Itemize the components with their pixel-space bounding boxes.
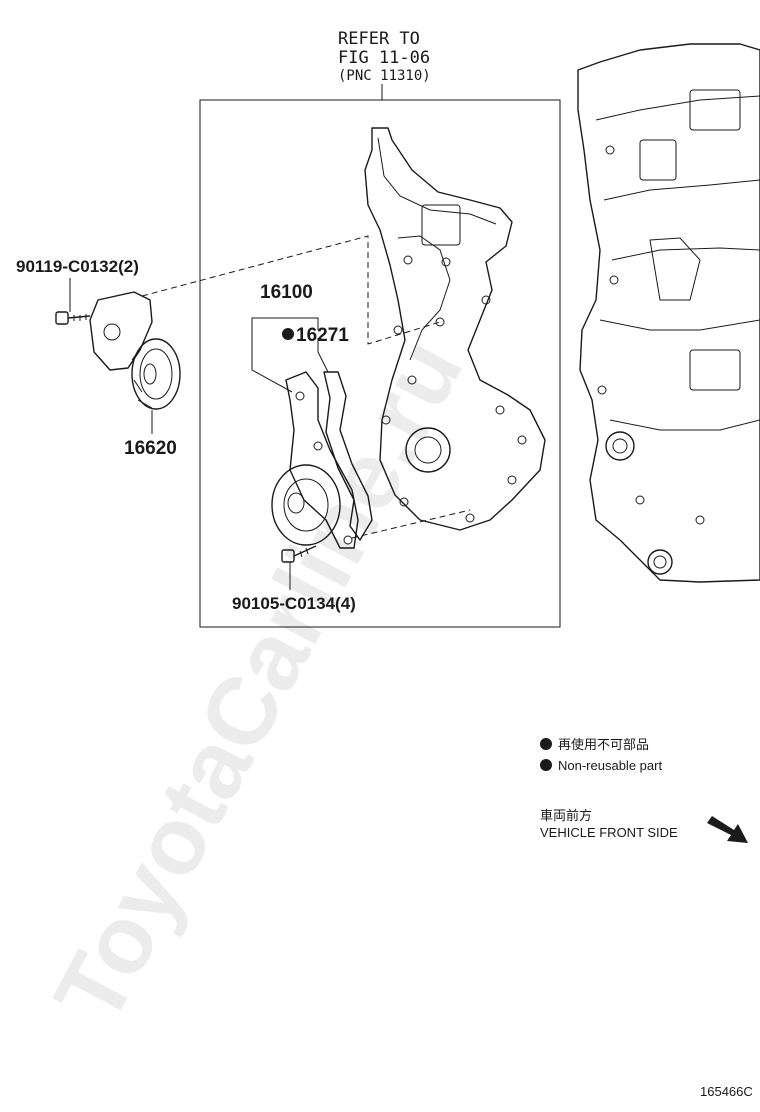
label-tensioner[interactable]: 16620 — [124, 438, 177, 459]
bolt-bottom — [281, 545, 317, 563]
legend-dot-jp — [540, 738, 552, 750]
figure-id: 165466C — [700, 1084, 753, 1099]
direction-arrow-icon — [707, 816, 748, 843]
water-pump — [271, 371, 359, 549]
non-reusable-marker — [282, 328, 294, 340]
leader-gasket — [317, 338, 329, 373]
legend: 再使用不可部品 Non-reusable part — [540, 737, 662, 773]
engine-block — [577, 43, 760, 583]
refer-line-2: FIG 11-06 — [338, 48, 430, 68]
refer-line-1: REFER TO — [338, 29, 420, 49]
watermark-text: ToyotaCarline.ru — [34, 322, 483, 1039]
label-gasket[interactable]: 16271 — [296, 325, 349, 346]
belt-tensioner — [89, 291, 181, 410]
assembly-frame — [199, 99, 561, 628]
bolt-top — [55, 311, 91, 325]
water-pump-gasket — [323, 371, 373, 541]
direction-en-text: VEHICLE FRONT SIDE — [540, 825, 678, 840]
bracket-water-pump — [251, 317, 319, 393]
direction-jp-text: 車両前方 — [540, 808, 592, 823]
refer-line-3: (PNC 11310) — [338, 68, 431, 84]
pump-dash-line — [351, 509, 471, 539]
label-water-pump[interactable]: 16100 — [260, 282, 313, 303]
label-bolt-bottom[interactable]: 90105-C0134(4) — [232, 594, 356, 613]
legend-en-text: Non-reusable part — [558, 758, 662, 773]
legend-jp-text: 再使用不可部品 — [558, 737, 649, 752]
timing-chain-cover — [364, 127, 546, 531]
legend-dot-en — [540, 759, 552, 771]
label-bolt-top[interactable]: 90119-C0132(2) — [16, 257, 139, 276]
direction-indicator: 車両前方 VEHICLE FRONT SIDE — [540, 808, 748, 843]
